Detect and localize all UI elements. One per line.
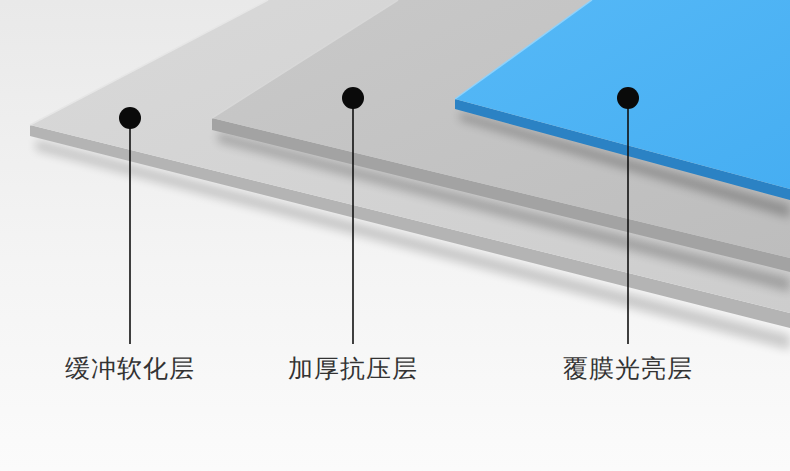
leader-line (352, 98, 354, 344)
pressure-sheet (212, 0, 790, 258)
layer-label: 覆膜光亮层 (563, 352, 693, 385)
layer-label: 缓冲软化层 (65, 352, 195, 385)
callout-dot (342, 87, 364, 109)
callout-dot (119, 107, 141, 129)
leader-line (627, 98, 629, 344)
layer-label: 加厚抗压层 (288, 352, 418, 385)
callout-dot (617, 87, 639, 109)
film-sheet (455, 0, 790, 189)
leader-group (119, 87, 639, 344)
buffer-sheet (30, 0, 790, 313)
sheet-highlight (455, 0, 592, 99)
leader-line (129, 118, 131, 344)
sheet-highlight (212, 0, 398, 118)
